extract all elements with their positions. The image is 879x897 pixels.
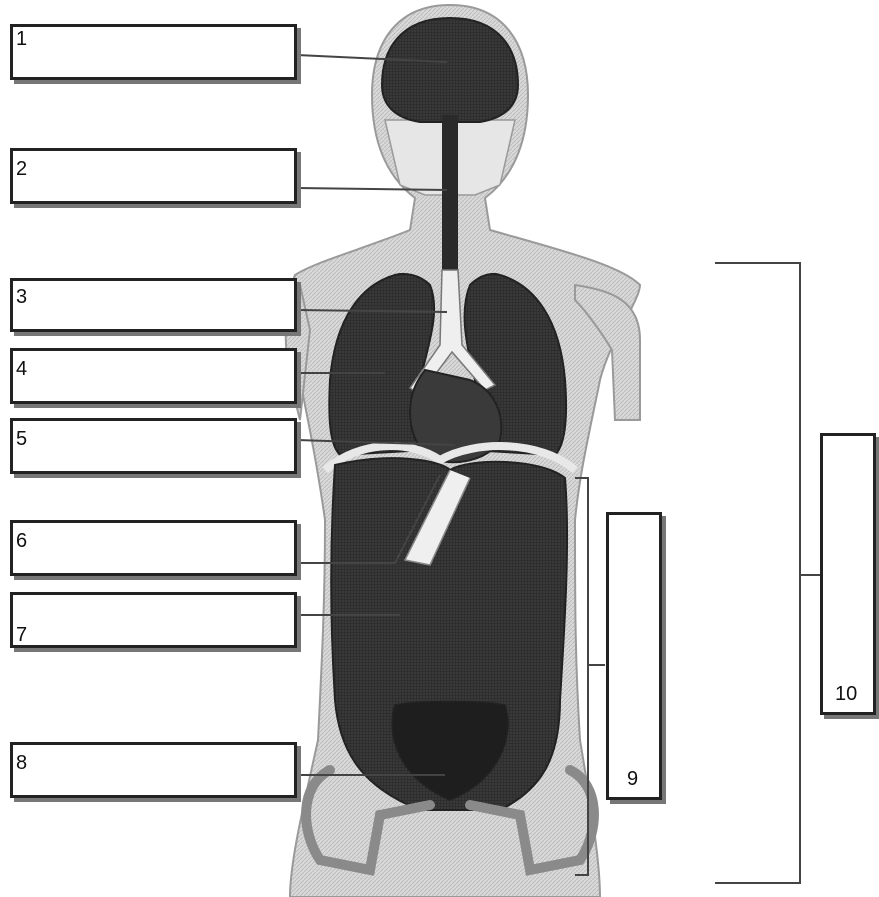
label-box-5[interactable]: 5 bbox=[10, 418, 297, 474]
brain-organ bbox=[382, 18, 518, 122]
label-number-4: 4 bbox=[16, 359, 27, 379]
label-box-8[interactable]: 8 bbox=[10, 742, 297, 798]
label-number-3: 3 bbox=[16, 287, 27, 307]
label-box-10[interactable]: 10 bbox=[820, 433, 876, 715]
label-box-4[interactable]: 4 bbox=[10, 348, 297, 404]
label-box-2[interactable]: 2 bbox=[10, 148, 297, 204]
label-number-5: 5 bbox=[16, 429, 27, 449]
label-number-9: 9 bbox=[627, 769, 638, 789]
label-box-9[interactable]: 9 bbox=[606, 512, 662, 800]
label-number-7: 7 bbox=[16, 625, 27, 645]
spinal-cord bbox=[442, 115, 458, 270]
label-box-3[interactable]: 3 bbox=[10, 278, 297, 332]
label-number-6: 6 bbox=[16, 531, 27, 551]
label-number-10: 10 bbox=[835, 684, 857, 704]
label-number-8: 8 bbox=[16, 753, 27, 773]
label-number-2: 2 bbox=[16, 159, 27, 179]
label-box-7[interactable]: 7 bbox=[10, 592, 297, 648]
label-box-1[interactable]: 1 bbox=[10, 24, 297, 80]
label-number-1: 1 bbox=[16, 29, 27, 49]
label-box-6[interactable]: 6 bbox=[10, 520, 297, 576]
